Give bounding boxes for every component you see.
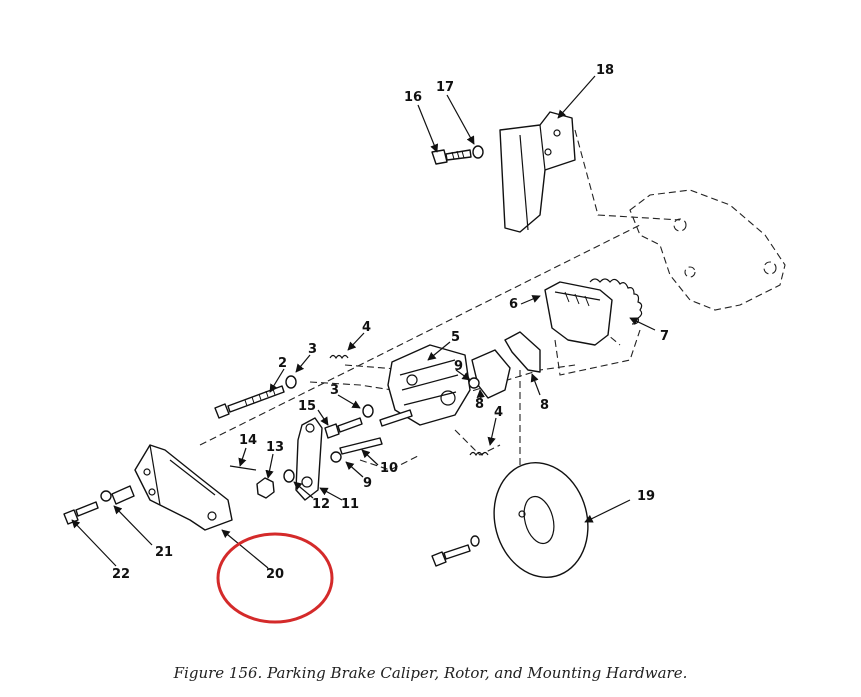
callout-4: 4: [494, 405, 503, 420]
bolt-16: [431, 149, 472, 165]
nut-9b: [330, 451, 342, 463]
pad-holder-6: [544, 281, 613, 346]
cotter-pin-14: [229, 465, 257, 471]
spring-4b: [469, 451, 489, 457]
nut-13: [256, 477, 275, 499]
callout-8: 8: [540, 398, 549, 413]
spring-7: [589, 278, 643, 325]
highlight-circle: [216, 532, 334, 624]
callout-2: 2: [278, 356, 287, 371]
stud-21: [111, 485, 135, 505]
callout-5: 5: [451, 330, 460, 345]
callout-17: 17: [436, 80, 454, 95]
long-bolt-2: [214, 385, 285, 419]
washer-12: [283, 469, 295, 483]
callout-labels: 2 3 3 4 4 5 6 7 8 8 9 9 10 11 12 13 14 1…: [112, 63, 669, 582]
callout-9: 9: [454, 359, 463, 374]
callout-12: 12: [312, 497, 330, 512]
rotor-19: [493, 462, 589, 578]
brake-shoe-8b: [504, 331, 541, 373]
washer-21: [100, 490, 112, 502]
lever-11: [295, 417, 323, 501]
callout-8: 8: [475, 397, 484, 412]
bolt-22: [63, 501, 99, 525]
callout-15: 15: [298, 399, 316, 414]
washer-3b: [362, 404, 374, 418]
washer-3a: [285, 375, 297, 389]
callout-19: 19: [637, 489, 655, 504]
callout-3: 3: [330, 383, 339, 398]
callout-16: 16: [404, 90, 422, 105]
callout-4: 4: [362, 320, 371, 335]
callout-7: 7: [660, 329, 669, 344]
callout-9: 9: [363, 476, 372, 491]
callout-14: 14: [239, 433, 257, 448]
brake-shoe-8a: [471, 349, 511, 399]
callout-18: 18: [596, 63, 614, 78]
nut-9a: [468, 377, 480, 389]
callout-6: 6: [509, 297, 518, 312]
mounting-bracket-18: [499, 111, 576, 233]
figure-caption: Figure 156. Parking Brake Caliper, Rotor…: [173, 664, 688, 682]
rotor-bolt: [431, 544, 471, 567]
callout-11: 11: [341, 497, 359, 512]
leader-lines: [71, 75, 656, 569]
callout-10: 10: [380, 461, 398, 476]
callout-20: 20: [266, 567, 284, 582]
threaded-pin: [379, 409, 413, 427]
rotor-washer: [470, 535, 480, 547]
pin-10: [339, 437, 383, 455]
callout-22: 22: [112, 567, 130, 582]
callout-21: 21: [155, 545, 173, 560]
spring-4a: [329, 354, 349, 360]
bolt-15: [324, 417, 363, 439]
lower-bracket-20: [134, 444, 233, 531]
callout-13: 13: [266, 440, 284, 455]
caliper-support-outline: [629, 189, 786, 311]
washer-17: [472, 145, 484, 159]
callout-3: 3: [308, 342, 317, 357]
